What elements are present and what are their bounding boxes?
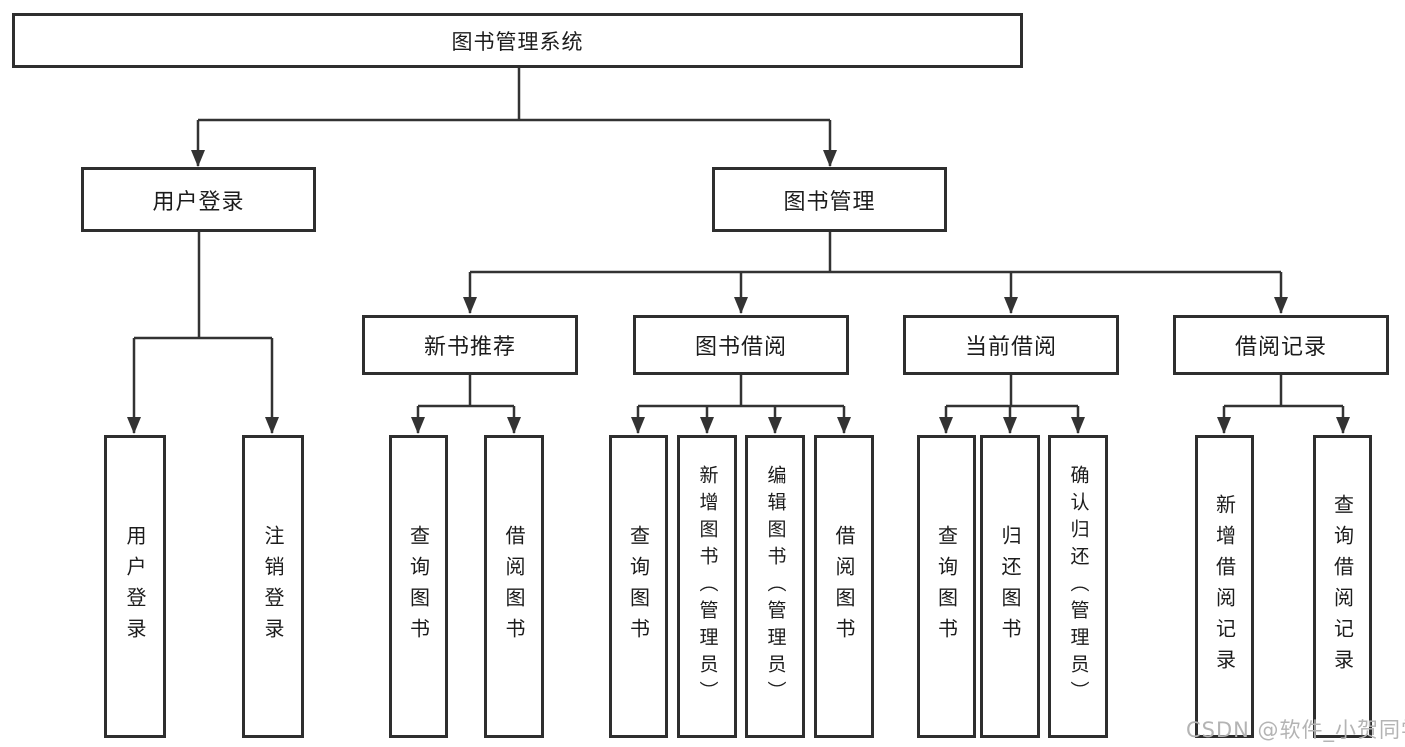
node-label: 查询图书 [406, 524, 431, 649]
node-label: 归还图书 [998, 524, 1022, 649]
node-label: 图书管理 [783, 189, 876, 215]
node-label: 编辑图书（管理员） [764, 465, 787, 708]
node-label: 图书借阅 [694, 335, 787, 360]
node-user-login: 用户登录 [81, 167, 316, 232]
edges-borrowing-records-to-leaves [1217, 375, 1350, 434]
leaf-edit-books-admin: 编辑图书（管理员） [745, 435, 805, 738]
node-label: 查询图书 [934, 524, 959, 649]
node-book-borrowing: 图书借阅 [633, 315, 849, 375]
node-label: 图书管理系统 [451, 29, 584, 54]
leaf-return-books: 归还图书 [980, 435, 1040, 738]
edges-root-to-level2 [191, 68, 837, 167]
edges-new-book-recommendation-to-leaves [411, 375, 521, 434]
node-library-management-system: 图书管理系统 [12, 13, 1023, 68]
leaf-search-borrow-record: 查询借阅记录 [1313, 435, 1372, 738]
node-label: 借阅图书 [832, 524, 856, 649]
node-label: 查询图书 [626, 524, 651, 649]
leaf-add-borrow-record: 新增借阅记录 [1195, 435, 1254, 738]
node-label: 确认归还（管理员） [1067, 465, 1090, 708]
leaf-confirm-return-admin: 确认归还（管理员） [1048, 435, 1108, 738]
edges-current-borrowing-to-leaves [939, 375, 1085, 434]
node-borrowing-records: 借阅记录 [1173, 315, 1389, 375]
node-label: 借阅记录 [1234, 335, 1327, 360]
node-label: 注销登录 [261, 524, 285, 649]
node-current-borrowing: 当前借阅 [903, 315, 1119, 375]
leaf-search-books-current: 查询图书 [917, 435, 976, 738]
node-label: 借阅图书 [502, 524, 526, 649]
leaf-logout: 注销登录 [242, 435, 304, 738]
node-label: 新增图书（管理员） [696, 465, 719, 708]
node-new-book-recommendation: 新书推荐 [362, 315, 578, 375]
watermark: CSDN @软件_小贺同学 [1186, 718, 1405, 742]
node-label: 当前借阅 [964, 335, 1057, 360]
leaf-user-login: 用户登录 [104, 435, 166, 738]
node-label: 用户登录 [123, 524, 147, 649]
edges-user-login-to-leaves [127, 232, 279, 434]
leaf-add-books-admin: 新增图书（管理员） [677, 435, 737, 738]
leaf-borrow-books-recommend: 借阅图书 [484, 435, 544, 738]
node-label: 用户登录 [152, 189, 245, 215]
leaf-search-books-recommend: 查询图书 [389, 435, 448, 738]
node-label: 新书推荐 [423, 335, 516, 360]
leaf-search-books-borrowing: 查询图书 [609, 435, 668, 738]
node-label: 新增借阅记录 [1212, 493, 1237, 680]
leaf-borrow-books: 借阅图书 [814, 435, 874, 738]
edges-book-borrowing-to-leaves [631, 375, 851, 434]
node-label: 查询借阅记录 [1330, 493, 1355, 680]
node-book-management: 图书管理 [712, 167, 947, 232]
edges-book-management-to-level3 [463, 232, 1288, 314]
